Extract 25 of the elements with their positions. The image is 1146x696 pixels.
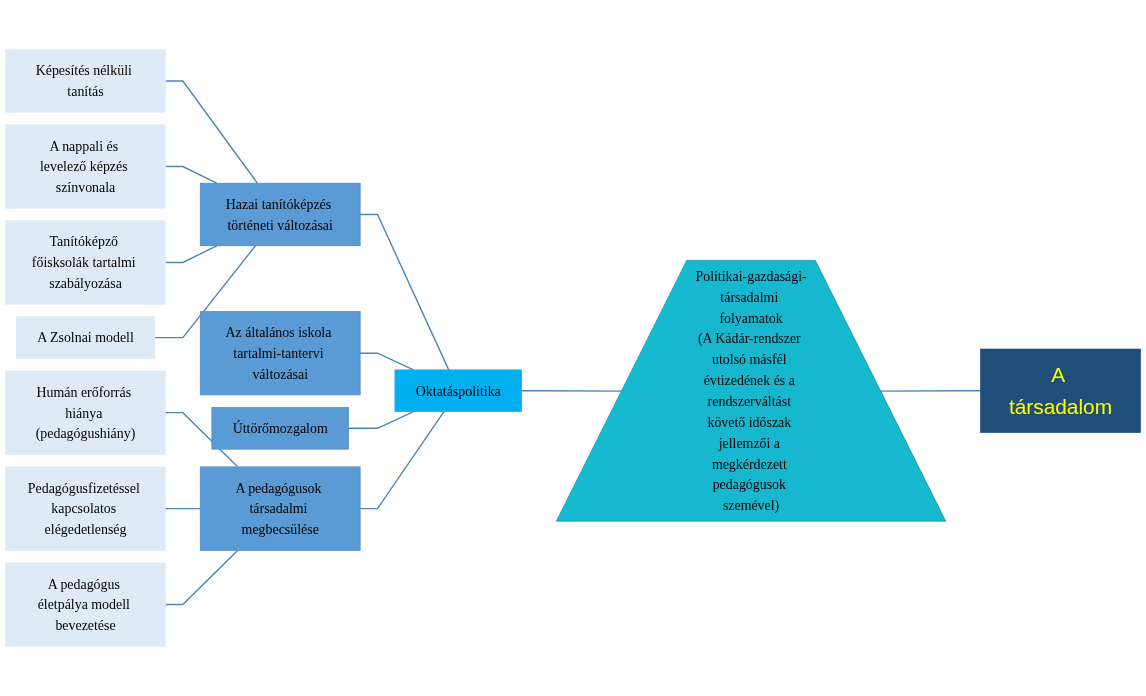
connector [164,245,218,264]
connector [164,411,239,468]
node-box: Hazai tanítóképzés történeti változásai [199,182,361,247]
connector [880,390,982,392]
node-box: A Zsolnai modell [16,316,155,359]
connector [164,165,218,184]
node-box: A társadalom [980,348,1141,433]
node-box: Pedagógusfizetéssel kapcsolatos elégedetlenség [5,466,166,551]
connector [359,213,450,371]
node-box: A pedagógusok társadalmi megbecsülése [199,466,361,551]
node-box: Úttörőmozgalom [211,407,349,450]
node-box: A nappali és levelező képzés színvonala [5,124,166,209]
connector [359,410,445,510]
node-box: Képesítés nélküli tanítás [5,49,166,113]
connector [520,390,623,392]
node-box: Az általános iskola tartalmi-tantervi változásai [199,311,361,396]
connector [164,549,239,606]
connector [164,80,259,184]
node-box: Humán erőforrás hiánya (pedagógushiány) [5,370,166,455]
connector [164,507,201,510]
node-box: Tanítóképző főisksolák tartalmi szabályozása [5,220,166,305]
connector [347,410,415,429]
node-box: Oktatáspolitika [394,369,522,412]
node-box: A pedagógus életpálya modell bevezetése [5,562,166,647]
connector [153,245,257,339]
